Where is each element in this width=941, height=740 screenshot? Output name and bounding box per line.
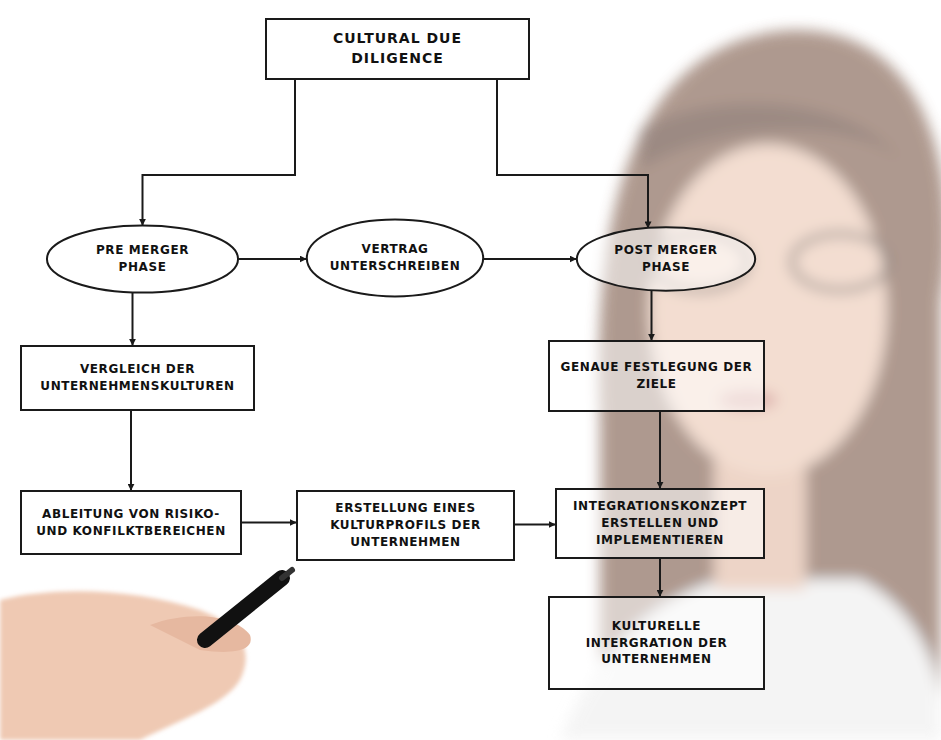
flow-arrow [651,291,653,340]
text-wrap: ERSTELLUNG EINES KULTURPROFILS DER UNTER… [306,500,505,550]
flow-arrow [239,258,306,260]
node-text: VERGLEICH DER UNTERNEHMENSKULTUREN [30,361,245,395]
text-wrap: VERTRAG UNTERSCHREIBEN [328,241,462,275]
text-wrap: CULTURAL DUE DILIGENCE [322,29,473,68]
node-text: ABLEITUNG VON RISIKO- UND KONFILKTBEREIC… [30,506,232,540]
flow-arrow [242,522,296,524]
text-wrap: PRE MERGER PHASE [70,242,215,276]
text-wrap: ABLEITUNG VON RISIKO- UND KONFILKTBEREIC… [30,506,232,540]
text-wrap: GENAUE FESTLEGUNG DER ZIELE [558,359,755,393]
process-box: ERSTELLUNG EINES KULTURPROFILS DER UNTER… [296,490,515,561]
flow-arrow [515,524,555,526]
phase-ellipse: POST MERGER PHASE [575,226,757,292]
ellipse-outline [575,226,757,292]
flow-arrow [484,258,576,260]
node-text: POST MERGER PHASE [599,242,733,276]
flow-arrow [143,80,296,225]
title-box: CULTURAL DUE DILIGENCE [265,18,530,80]
ellipse-outline [305,218,485,298]
flow-arrow [130,411,132,490]
process-box: GENAUE FESTLEGUNG DER ZIELE [548,340,765,412]
node-text: INTEGRATIONSKONZEPT ERSTELLEN UND IMPLEM… [565,498,755,548]
flow-arrow [659,412,661,488]
text-wrap: INTEGRATIONSKONZEPT ERSTELLEN UND IMPLEM… [565,498,755,548]
phase-ellipse: VERTRAG UNTERSCHREIBEN [305,218,485,298]
process-box: INTEGRATIONSKONZEPT ERSTELLEN UND IMPLEM… [555,488,765,559]
node-text: GENAUE FESTLEGUNG DER ZIELE [558,359,755,393]
node-text: KULTURELLE INTERGRATION DER UNTERNEHMEN [558,618,755,668]
phase-ellipse: PRE MERGER PHASE [45,224,240,294]
process-box: ABLEITUNG VON RISIKO- UND KONFILKTBEREIC… [20,490,242,555]
text-wrap: KULTURELLE INTERGRATION DER UNTERNEHMEN [558,618,755,668]
node-text: CULTURAL DUE DILIGENCE [322,29,473,68]
process-box: VERGLEICH DER UNTERNEHMENSKULTUREN [20,345,255,411]
process-box: KULTURELLE INTERGRATION DER UNTERNEHMEN [548,596,765,690]
text-wrap: VERGLEICH DER UNTERNEHMENSKULTUREN [30,361,245,395]
text-wrap: POST MERGER PHASE [599,242,733,276]
node-text: ERSTELLUNG EINES KULTURPROFILS DER UNTER… [306,500,505,550]
hand-with-marker [0,570,292,740]
flow-arrow [497,80,648,228]
node-text: PRE MERGER PHASE [70,242,215,276]
ellipse-outline [45,224,240,294]
flow-arrow [132,293,134,345]
node-text: VERTRAG UNTERSCHREIBEN [328,241,462,275]
flow-arrow [659,559,661,596]
